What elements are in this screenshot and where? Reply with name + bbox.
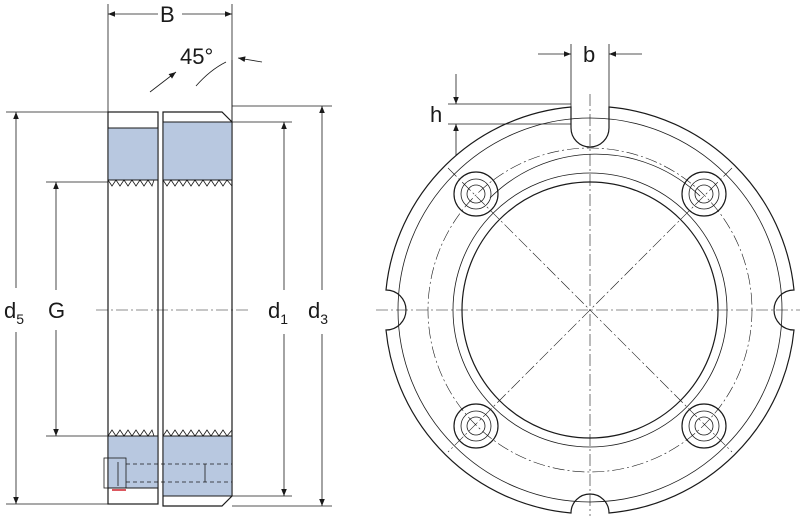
left-thread-bottom bbox=[107, 429, 155, 437]
outer-profile-with-slots bbox=[385, 106, 795, 514]
front-view: b h bbox=[376, 42, 800, 516]
inner-arc-detail bbox=[489, 153, 701, 199]
bolt-hole-bottom-right bbox=[681, 403, 727, 449]
dimension-G: G bbox=[46, 181, 108, 437]
left-ring-section-bottom bbox=[107, 435, 159, 489]
label-h: h bbox=[430, 102, 442, 127]
label-d3: d3 bbox=[308, 298, 328, 327]
label-B: B bbox=[160, 2, 175, 27]
bolt-hole-top-right bbox=[681, 171, 727, 217]
label-d5: d5 bbox=[4, 298, 24, 327]
side-section-view: B 45° d5 G bbox=[4, 2, 332, 507]
right-ring bbox=[162, 111, 233, 507]
dimension-chamfer-45: 45° bbox=[149, 44, 263, 122]
dimension-h: h bbox=[430, 74, 571, 156]
dimension-d5: d5 bbox=[4, 111, 108, 505]
left-thread-top bbox=[107, 179, 155, 187]
locking-screw bbox=[103, 457, 232, 491]
front-diagonal-centerline-b bbox=[447, 167, 733, 453]
left-ring bbox=[107, 111, 159, 505]
label-b: b bbox=[583, 42, 595, 67]
dimension-d3: d3 bbox=[232, 105, 332, 507]
label-angle: 45° bbox=[180, 44, 213, 69]
label-d1: d1 bbox=[268, 298, 288, 327]
dimension-d1: d1 bbox=[232, 121, 292, 497]
label-G: G bbox=[48, 298, 65, 323]
right-ring-section-top bbox=[162, 121, 233, 181]
right-thread-bottom bbox=[162, 429, 233, 437]
left-ring-section-top bbox=[107, 127, 159, 181]
right-ring-section-bottom bbox=[162, 435, 233, 497]
bolt-hole-top-left bbox=[453, 171, 499, 217]
bolt-hole-bottom-left bbox=[453, 403, 499, 449]
dimension-B: B bbox=[107, 2, 233, 122]
right-thread-top bbox=[162, 179, 233, 187]
dimension-b: b bbox=[538, 42, 642, 107]
left-ring-outline bbox=[107, 111, 159, 505]
